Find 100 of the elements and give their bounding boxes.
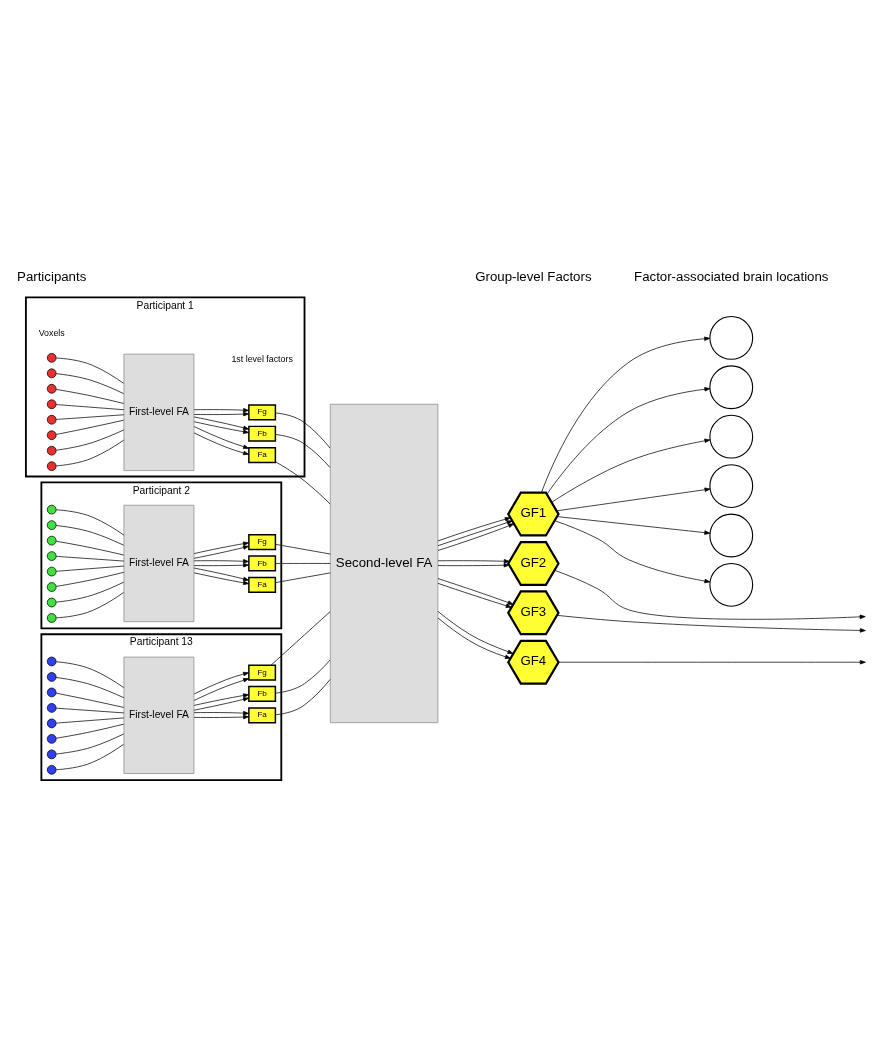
connector — [275, 679, 331, 716]
connector — [55, 592, 124, 619]
label: 1st level factors — [231, 353, 293, 364]
connector — [275, 543, 331, 555]
node-circle — [46, 718, 57, 729]
node-circle — [46, 597, 57, 608]
node-circle — [46, 535, 57, 546]
node-circle — [709, 513, 754, 558]
node-circle — [46, 445, 57, 456]
node-box: Fg — [248, 533, 277, 551]
arrow — [193, 572, 249, 585]
connector — [275, 563, 331, 564]
arrow — [193, 411, 249, 417]
node-circle — [46, 399, 57, 410]
arrow — [437, 578, 514, 605]
connector — [55, 556, 125, 562]
node-circle — [46, 582, 57, 592]
node-box: Fa — [248, 707, 277, 724]
arrow — [554, 569, 866, 620]
node-circle — [709, 464, 754, 508]
node-circle — [46, 551, 57, 561]
arrow — [556, 615, 866, 633]
connector — [55, 439, 125, 467]
arrow — [193, 678, 250, 701]
arrow — [193, 421, 249, 434]
node-circle — [46, 656, 57, 667]
node-box: Fg — [248, 404, 277, 421]
connector — [55, 414, 125, 420]
connector — [275, 659, 331, 694]
connector — [55, 571, 125, 587]
arrow — [437, 617, 511, 659]
node-box: Fa — [248, 447, 277, 464]
connector — [275, 461, 331, 505]
arrow — [546, 387, 711, 495]
connector — [55, 661, 125, 688]
arrow — [437, 611, 514, 654]
node-circle — [46, 520, 57, 530]
arrow — [193, 426, 250, 449]
arrow — [556, 516, 711, 535]
node-circle — [709, 414, 754, 459]
connector — [55, 677, 125, 699]
connector — [55, 565, 125, 572]
connector — [55, 540, 125, 556]
arrow — [193, 697, 249, 711]
connector — [55, 389, 125, 404]
connector — [55, 733, 125, 755]
arrow — [193, 559, 249, 564]
arrow — [193, 416, 249, 430]
node-circle — [46, 461, 57, 471]
arrow — [437, 517, 511, 542]
node-circle — [46, 368, 57, 379]
node-circle — [46, 765, 57, 775]
connector — [55, 581, 125, 603]
arrow — [437, 563, 510, 568]
node-box: Fb — [248, 425, 277, 442]
node-box: First-level FA — [123, 504, 195, 623]
node-circle — [46, 353, 57, 363]
arrow — [193, 714, 249, 720]
node-circle — [709, 562, 754, 607]
label: Voxels — [38, 327, 65, 338]
arrow — [554, 520, 711, 584]
connector — [270, 611, 331, 666]
node-box: Second-level FA — [329, 403, 439, 724]
arrow — [193, 432, 250, 456]
node-circle — [709, 365, 754, 410]
label: Factor-associated brain locations — [634, 269, 829, 285]
arrow — [437, 559, 510, 564]
label: Participants — [17, 269, 87, 285]
connector — [55, 723, 125, 739]
arrow — [193, 408, 249, 413]
arrow — [193, 693, 249, 706]
arrow — [193, 567, 249, 582]
label: Group-level Factors — [475, 269, 592, 285]
arrow — [541, 336, 711, 493]
node-box: First-level FA — [123, 353, 195, 471]
node-box: Fa — [248, 576, 277, 593]
arrow — [556, 487, 711, 512]
node-circle — [46, 703, 57, 713]
connector — [275, 572, 331, 583]
connector — [55, 404, 125, 411]
node-box: Fg — [248, 664, 277, 681]
node-circle — [46, 687, 57, 698]
node-circle — [46, 734, 57, 744]
connector — [55, 429, 125, 451]
connector — [55, 509, 125, 536]
arrow — [437, 583, 512, 608]
node-box: Fb — [248, 555, 277, 572]
connector — [55, 707, 125, 714]
node-circle — [46, 504, 57, 515]
connector — [55, 357, 124, 384]
node-box: First-level FA — [123, 656, 195, 774]
node-circle — [46, 749, 57, 760]
connector — [55, 419, 125, 435]
arrow — [193, 541, 249, 554]
arrow — [551, 438, 711, 503]
connector — [275, 412, 331, 449]
node-circle — [46, 430, 57, 440]
arrow — [558, 660, 866, 665]
arrow — [193, 671, 250, 695]
connector — [55, 743, 124, 771]
